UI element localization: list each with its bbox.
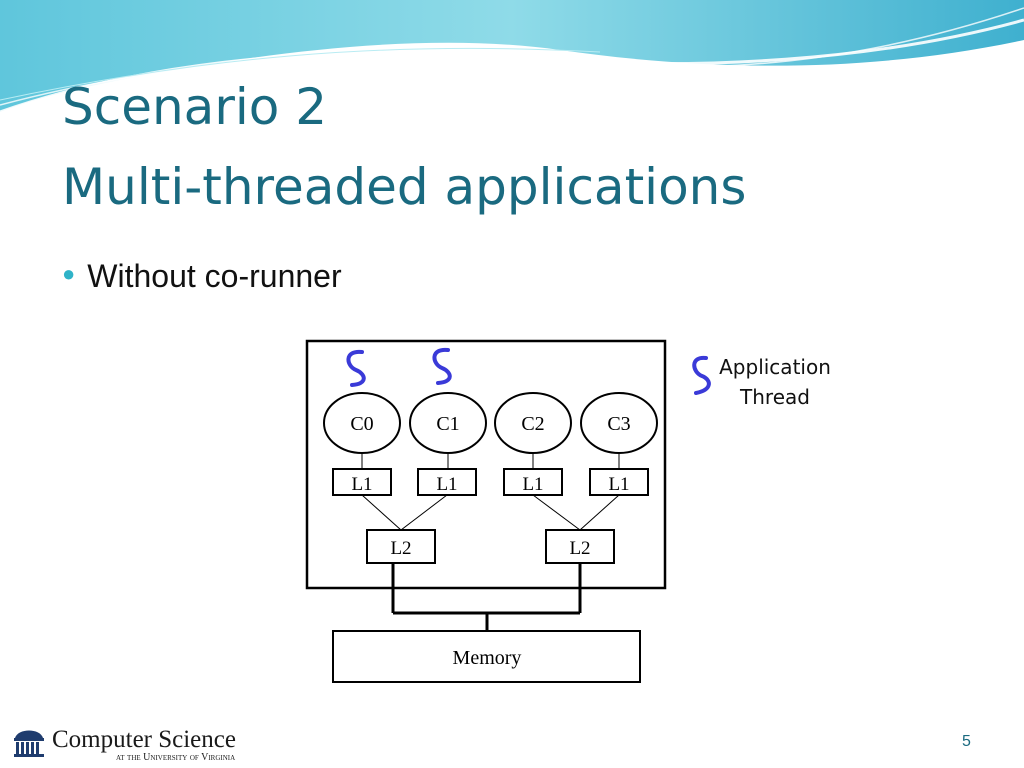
l1-cache-box: [417, 468, 477, 496]
legend-label: Application Thread: [700, 352, 850, 412]
rotunda-logo-icon: [14, 730, 44, 757]
bullet-text: Without co-runner: [87, 258, 342, 294]
bullet-dot-icon: ●: [62, 261, 76, 286]
memory-box: [332, 630, 641, 683]
slide-title-line-1: Scenario 2: [62, 78, 328, 136]
page-number: 5: [962, 733, 971, 750]
l2-label: L2: [569, 538, 590, 559]
core-l1-connectors: [361, 453, 620, 469]
l1-cache-box: [589, 468, 649, 496]
slide-title-line-2: Multi-threaded applications: [62, 158, 747, 216]
l1-cache-box: [332, 468, 392, 496]
footer-logo-subtitle: at the University of Virginia: [116, 752, 236, 763]
legend-line-2: Thread: [740, 385, 810, 409]
l2-label: L2: [390, 538, 411, 559]
l1-label: L1: [522, 474, 543, 495]
l1-label: L1: [436, 474, 457, 495]
chip-outline: [305, 339, 667, 590]
legend-line-1: Application: [719, 355, 831, 379]
header-wave-decoration: [0, 0, 1024, 114]
thread-icon-c1: [432, 347, 452, 385]
thread-icon-c0: [346, 349, 366, 387]
core-label: C2: [521, 413, 544, 435]
memory-label: Memory: [453, 647, 522, 669]
core-label: C0: [350, 413, 373, 435]
l1-label: L1: [608, 474, 629, 495]
memory-bus: [391, 563, 582, 631]
bullet-item: ● Without co-runner: [62, 258, 342, 295]
footer-logo-title: Computer Science: [52, 726, 236, 753]
l1-label: L1: [351, 474, 372, 495]
l1-l2-connectors: [361, 494, 620, 531]
core-label: C3: [607, 413, 630, 435]
core-label: C1: [436, 413, 459, 435]
l2-cache-box: [366, 529, 436, 564]
legend-thread-icon: [692, 355, 711, 395]
